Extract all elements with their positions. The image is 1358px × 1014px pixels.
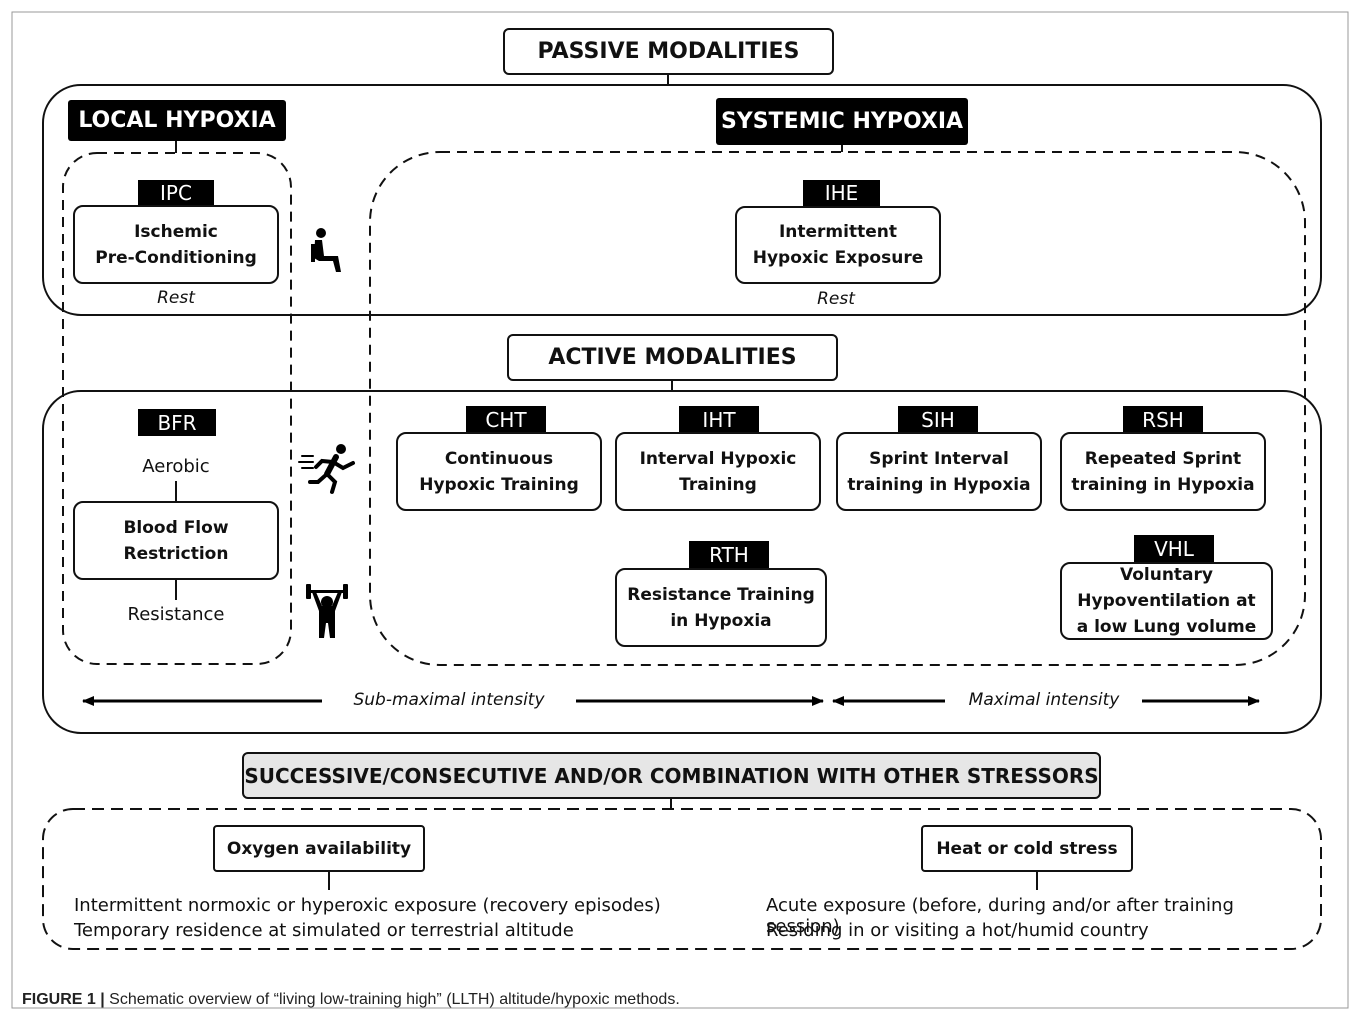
heat-cold-stress-box: Heat or cold stress (921, 825, 1133, 872)
systemic-hypoxia-tag: SYSTEMIC HYPOXIA (716, 98, 968, 145)
active-modalities-header: ACTIVE MODALITIES (507, 334, 838, 381)
iht-tag: IHT (679, 406, 759, 434)
rsh-tag: RSH (1123, 406, 1203, 434)
ipc-rest-label: Rest (157, 288, 195, 308)
figure-caption-label: FIGURE 1 | (22, 991, 105, 1008)
bfr-resistance-label: Resistance (127, 604, 225, 625)
systemic-hypoxia-dashed (369, 151, 1306, 666)
heat-line-2: Residing in or visiting a hot/humid coun… (766, 920, 1149, 941)
cht-box: Continuous Hypoxic Training (396, 432, 602, 511)
oxygen-line-2: Temporary residence at simulated or terr… (74, 920, 574, 941)
vhl-tag: VHL (1134, 535, 1214, 563)
active-frame (42, 390, 1322, 734)
ipc-tag: IPC (138, 180, 214, 206)
oxygen-line-1: Intermittent normoxic or hyperoxic expos… (74, 895, 661, 916)
bfr-box: Blood Flow Restriction (73, 501, 279, 580)
heat-line-1: Acute exposure (before, during and/or af… (766, 895, 1234, 937)
vhl-box: Voluntary Hypoventilation at a low Lung … (1060, 562, 1273, 640)
ihe-box: Intermittent Hypoxic Exposure (735, 206, 941, 284)
sih-tag: SIH (898, 406, 978, 434)
rth-tag: RTH (689, 541, 769, 569)
submaximal-intensity-label: Sub-maximal intensity (353, 690, 545, 710)
weightlifter-icon (306, 584, 348, 638)
passive-modalities-header: PASSIVE MODALITIES (503, 28, 834, 75)
stressors-dashed (42, 808, 1322, 950)
ihe-rest-label: Rest (817, 289, 855, 309)
rsh-box: Repeated Sprint training in Hypoxia (1060, 432, 1266, 511)
stressors-header: SUCCESSIVE/CONSECUTIVE AND/OR COMBINATIO… (242, 752, 1101, 799)
ihe-tag: IHE (803, 180, 880, 206)
rth-box: Resistance Training in Hypoxia (615, 568, 827, 647)
cht-tag: CHT (466, 406, 546, 434)
local-hypoxia-dashed (62, 152, 292, 665)
sitting-person-icon (311, 228, 341, 272)
bfr-tag: BFR (138, 409, 216, 436)
sih-box: Sprint Interval training in Hypoxia (836, 432, 1042, 511)
maximal-intensity-label: Maximal intensity (968, 690, 1120, 710)
running-person-icon (298, 444, 355, 494)
bfr-aerobic-label: Aerobic (142, 456, 210, 477)
ipc-box: Ischemic Pre-Conditioning (73, 205, 279, 284)
figure-frame (11, 11, 1349, 1009)
oxygen-availability-box: Oxygen availability (213, 825, 425, 872)
figure-caption: FIGURE 1 | Schematic overview of “living… (22, 991, 1342, 1009)
local-hypoxia-tag: LOCAL HYPOXIA (68, 100, 286, 141)
iht-box: Interval Hypoxic Training (615, 432, 821, 511)
figure-caption-text: Schematic overview of “living low-traini… (104, 991, 680, 1008)
passive-frame (42, 84, 1322, 316)
